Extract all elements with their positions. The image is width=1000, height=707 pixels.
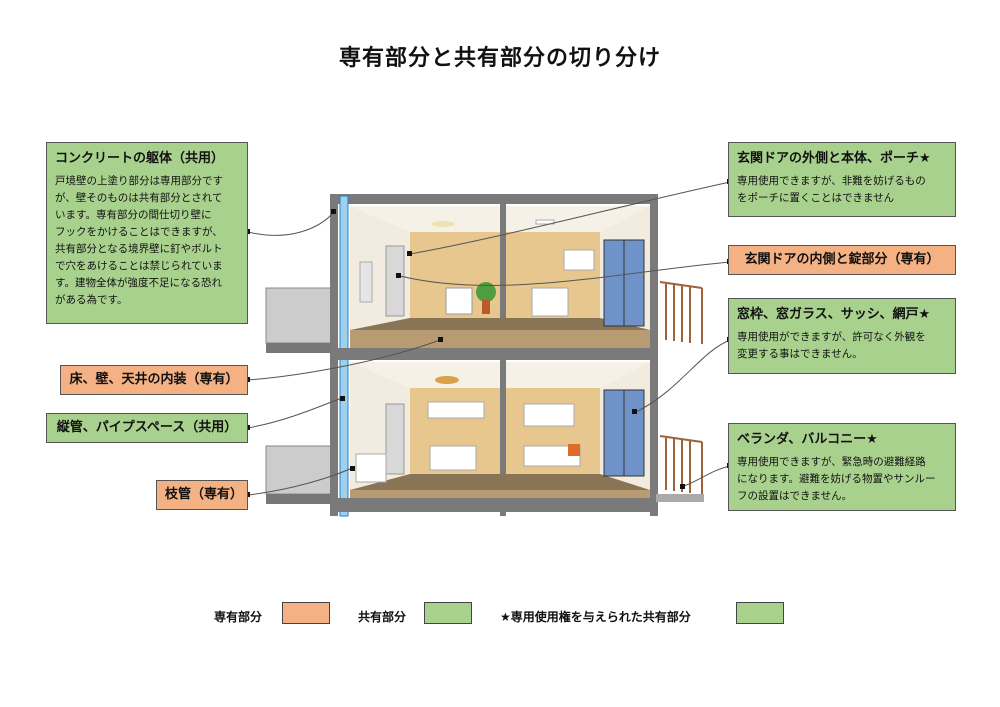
interior-tag: 床、壁、天井の内装（専有） [60, 365, 248, 395]
veranda-text: 専用使用できますが、緊急時の避難経路 になります。避難を妨げる物置やサンルー フ… [737, 456, 936, 502]
left-balcony-lower [265, 445, 333, 504]
lower-door [385, 403, 405, 475]
concrete-body-text: 戸境壁の上塗り部分は専用部分です が、壁そのものは共有部分とされて います。専有… [55, 175, 223, 306]
right-balcony-upper [659, 281, 703, 344]
door-outer-heading: 玄関ドアの外側と本体、ポーチ★ [737, 151, 931, 166]
veranda-box: ベランダ、バルコニー★ 専用使用できますが、緊急時の避難経路 になります。避難を… [728, 423, 956, 511]
page-title: 専有部分と共有部分の切り分け [338, 46, 661, 71]
legend-common-swatch [424, 602, 472, 624]
window-box: 窓枠、窓ガラス、サッシ、網戸★ 専用使用ができますが、許可なく外観を 変更する事… [728, 298, 956, 374]
veranda-heading: ベランダ、バルコニー★ [737, 432, 878, 447]
legend-special-swatch [736, 602, 784, 624]
door-outer-text: 専用使用できますが、非難を妨げるもの をポーチに置くことはできません [737, 175, 926, 204]
right-balcony-lower [659, 435, 703, 494]
upper-door [385, 245, 405, 317]
left-balcony-upper [265, 287, 333, 353]
leader-lines [247, 181, 731, 496]
middle-slab [330, 348, 656, 360]
window-heading: 窓枠、窓ガラス、サッシ、網戸★ [737, 307, 931, 322]
roof-slab [330, 194, 656, 204]
concrete-body-box: コンクリートの躯体（共用） 戸境壁の上塗り部分は専用部分です が、壁そのものは共… [46, 142, 248, 324]
legend-exclusive-swatch [282, 602, 330, 624]
pipe-space-tag: 縦管、パイプスペース（共用） [46, 413, 248, 443]
branch-pipe-tag: 枝管（専有） [156, 480, 248, 510]
door-outer-box: 玄関ドアの外側と本体、ポーチ★ 専用使用できますが、非難を妨げるもの をポーチに… [728, 142, 956, 217]
concrete-body-heading: コンクリートの躯体（共用） [55, 151, 225, 166]
door-inner-tag: 玄関ドアの内側と錠部分（専有） [728, 245, 956, 275]
legend-common-label: 共有部分 [358, 610, 407, 624]
legend-special-label: ★専用使用権を与えられた共有部分 [500, 610, 691, 624]
bottom-slab [330, 498, 656, 512]
window-text: 専用使用ができますが、許可なく外観を 変更する事はできません。 [737, 331, 926, 360]
legend-exclusive-label: 専有部分 [214, 610, 263, 624]
